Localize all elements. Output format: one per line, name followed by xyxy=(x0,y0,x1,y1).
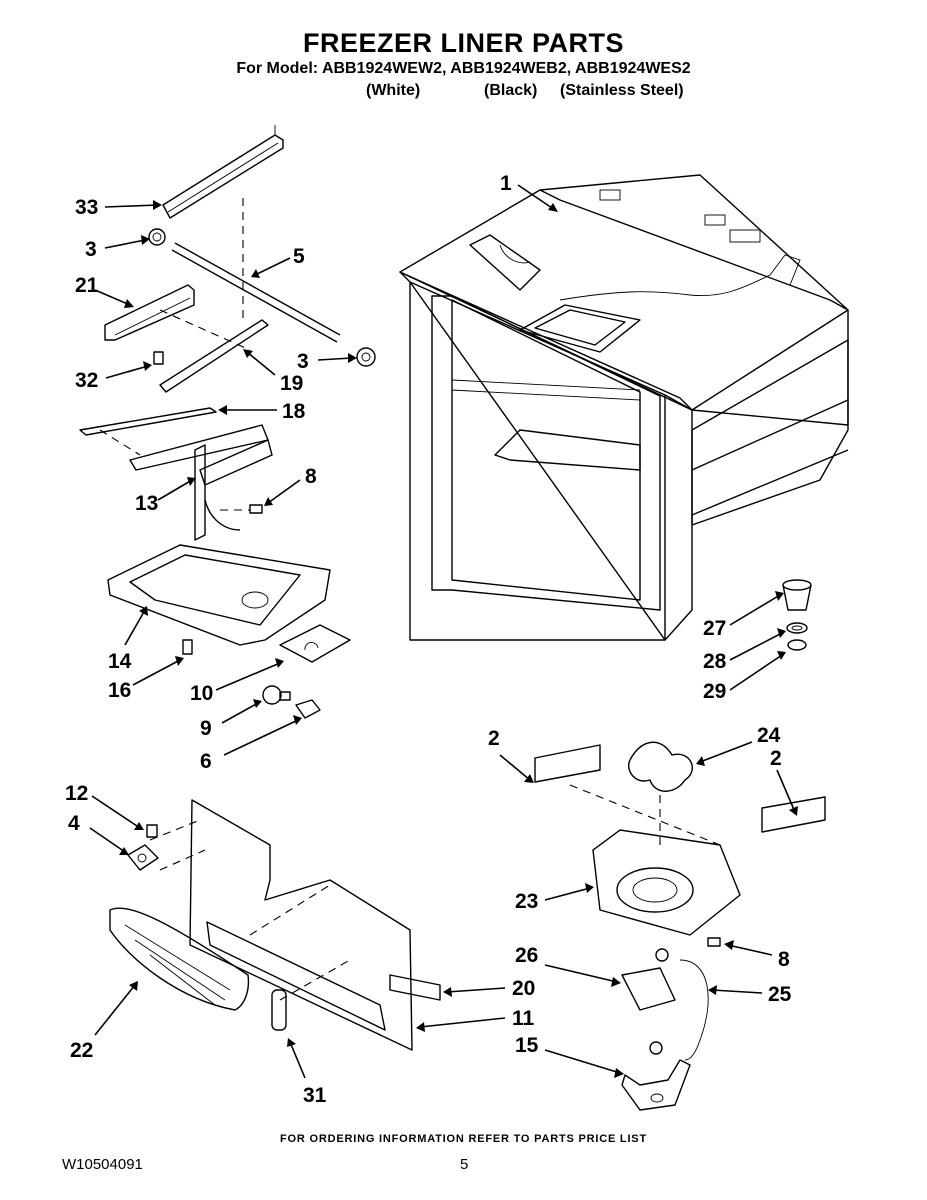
callout-32: 32 xyxy=(75,369,98,392)
callout-10: 10 xyxy=(190,682,213,705)
callout-31: 31 xyxy=(303,1084,327,1107)
callout-21: 21 xyxy=(75,274,99,297)
callout-numbers: 1 33 3 5 21 3 32 19 18 8 13 14 16 10 9 6… xyxy=(65,172,792,1107)
callout-8-bottom: 8 xyxy=(778,948,790,971)
callout-29: 29 xyxy=(703,680,726,703)
page-number: 5 xyxy=(460,1156,469,1173)
callout-3-right: 3 xyxy=(297,350,309,373)
callout-5: 5 xyxy=(293,245,305,268)
bracket-13-drawing xyxy=(194,439,273,541)
callout-13: 13 xyxy=(135,492,158,515)
slide-rail-assembly-drawing xyxy=(79,125,376,471)
light-housing-drawing xyxy=(107,544,351,719)
color-stainless-label: (Stainless Steel) xyxy=(560,82,684,99)
model-line: For Model: ABB1924WEW2, ABB1924WEB2, ABB… xyxy=(236,60,691,77)
callout-16: 16 xyxy=(108,679,131,702)
freezer-liner-drawing xyxy=(399,174,849,641)
pulley-stack-drawing xyxy=(782,579,812,651)
callout-8-top: 8 xyxy=(305,465,317,488)
callout-23: 23 xyxy=(515,890,538,913)
callout-26: 26 xyxy=(515,944,538,967)
callout-27: 27 xyxy=(703,617,726,640)
callout-2-right: 2 xyxy=(770,747,782,770)
page-title: FREEZER LINER PARTS xyxy=(302,28,624,58)
callout-20: 20 xyxy=(512,977,535,1000)
ordering-note: FOR ORDERING INFORMATION REFER TO PARTS … xyxy=(280,1133,647,1145)
callout-2-left: 2 xyxy=(488,727,500,750)
callout-14: 14 xyxy=(108,650,132,673)
callout-24: 24 xyxy=(757,724,781,747)
callout-6: 6 xyxy=(200,750,212,773)
leader-lines xyxy=(89,184,798,1079)
callout-33: 33 xyxy=(75,196,98,219)
callout-1: 1 xyxy=(500,172,512,195)
callout-19: 19 xyxy=(280,372,303,395)
callout-28: 28 xyxy=(703,650,727,673)
callout-22: 22 xyxy=(70,1039,93,1062)
callout-11: 11 xyxy=(512,1007,535,1030)
color-white-label: (White) xyxy=(366,82,421,99)
color-black-label: (Black) xyxy=(484,82,538,99)
callout-12: 12 xyxy=(65,782,88,805)
evaporator-fan-assembly-drawing xyxy=(534,741,826,1111)
callout-18: 18 xyxy=(282,400,306,423)
callout-3-top: 3 xyxy=(85,238,97,261)
rear-panel-grille-drawing xyxy=(109,799,441,1051)
callout-15: 15 xyxy=(515,1034,539,1057)
callout-4: 4 xyxy=(68,812,80,835)
callout-9: 9 xyxy=(200,717,212,740)
document-number: W10504091 xyxy=(62,1156,143,1173)
callout-25: 25 xyxy=(768,983,792,1006)
